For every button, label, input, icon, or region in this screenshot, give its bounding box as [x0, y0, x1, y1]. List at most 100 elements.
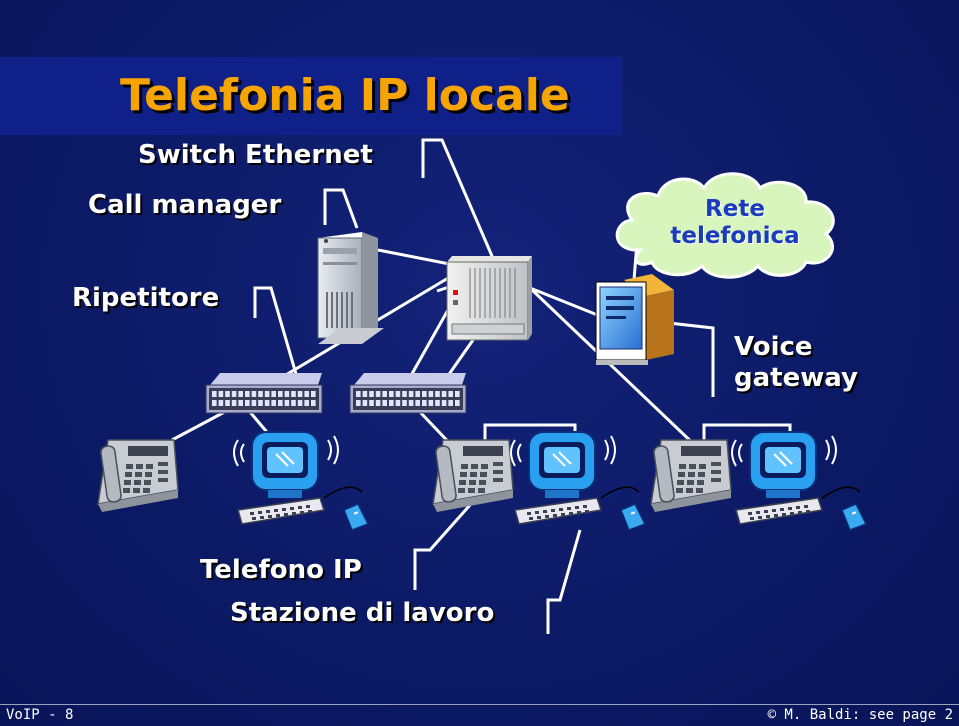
hub-port — [389, 391, 394, 397]
hub-port — [428, 391, 434, 397]
label-ripetitore: Ripetitore — [72, 283, 220, 313]
hub-port — [415, 400, 420, 406]
hub-port — [356, 391, 361, 397]
ip-phone-icon — [97, 439, 179, 512]
pstn-cloud — [615, 172, 835, 279]
hub-port — [284, 391, 290, 397]
hub-port — [278, 391, 283, 397]
hub-port — [428, 400, 434, 406]
hub-port — [375, 400, 381, 406]
hub-port — [271, 400, 276, 406]
hub-port — [278, 400, 283, 406]
label-stazione-di-lavoro: Stazione di lavoro — [230, 598, 495, 628]
hub-port — [231, 400, 237, 406]
hub-port — [225, 400, 230, 406]
hub-port — [415, 391, 420, 397]
label-rete-telefonica: Rete telefonica — [654, 196, 816, 250]
hub-port — [212, 400, 217, 406]
hub-port — [408, 400, 414, 406]
repeater-hub-1-icon — [205, 373, 323, 414]
hub-port — [218, 400, 224, 406]
hub-port — [291, 391, 296, 397]
footer: VoIP - 8 © M. Baldi: see page 2 — [0, 704, 959, 726]
ip-phone-icon — [650, 439, 732, 513]
hub-port — [408, 391, 414, 397]
label-telefono-ip: Telefono IP — [200, 555, 362, 585]
hub-port — [362, 391, 368, 397]
link-switch-phone3 — [528, 286, 702, 452]
hub-port — [382, 391, 387, 397]
hub-port — [389, 400, 394, 406]
footer-divider — [0, 704, 959, 705]
hub-port — [218, 391, 224, 397]
hub-port — [375, 391, 381, 397]
callout-lines — [253, 138, 715, 634]
hub-port — [251, 400, 257, 406]
hub-port — [304, 391, 309, 397]
hub-port — [258, 391, 263, 397]
label-telefonica: telefonica — [670, 223, 800, 249]
hub-port — [258, 400, 263, 406]
hub-port — [311, 400, 316, 406]
title-band — [0, 57, 622, 135]
hub-port — [441, 400, 447, 406]
hub-port — [264, 391, 270, 397]
hub-port — [369, 400, 374, 406]
hub-port — [435, 391, 440, 397]
label-voice: Voice — [734, 332, 813, 362]
hub-port — [251, 391, 257, 397]
hub-port — [435, 400, 440, 406]
hub-port — [284, 400, 290, 406]
hub-port — [225, 391, 230, 397]
callout-telefono-ip — [413, 504, 472, 590]
hub-port — [455, 400, 460, 406]
callout-stazione — [546, 529, 582, 634]
workstation-icon — [233, 431, 370, 531]
callout-voice-gateway — [659, 320, 715, 397]
hub-port — [291, 400, 296, 406]
hub-port — [402, 400, 407, 406]
hub-port — [402, 391, 407, 397]
call-manager-server-icon — [317, 232, 384, 344]
ip-phone-icon — [432, 439, 514, 513]
hub-port — [382, 400, 387, 406]
workstation-icon — [510, 431, 646, 531]
hub-port — [238, 400, 243, 406]
label-gateway: gateway — [734, 363, 858, 393]
slide-title: Telefonia IP locale — [120, 70, 570, 121]
hub-port — [304, 400, 309, 406]
footer-slide-number: VoIP - 8 — [6, 707, 74, 723]
ethernet-switch-icon — [446, 256, 532, 341]
workstation-icon — [731, 431, 867, 531]
footer-copyright: © M. Baldi: see page 2 — [767, 707, 953, 723]
label-switch-ethernet: Switch Ethernet — [138, 140, 373, 170]
hub-port — [238, 391, 243, 397]
hub-port — [395, 400, 401, 406]
callout-switch-ethernet — [421, 138, 497, 264]
hub-port — [212, 391, 217, 397]
voice-gateway-icon — [595, 274, 674, 365]
repeater-hub-2-icon — [349, 373, 467, 414]
hub-port — [441, 391, 447, 397]
hub-port — [297, 400, 303, 406]
label-call-manager: Call manager — [88, 190, 282, 220]
hub-port — [356, 400, 361, 406]
hub-port — [448, 391, 453, 397]
hub-port — [271, 391, 276, 397]
hub-port — [245, 391, 250, 397]
hub-port — [362, 400, 368, 406]
hub-port — [297, 391, 303, 397]
label-voice-gateway: Voice gateway — [734, 332, 858, 394]
hub-port — [395, 391, 401, 397]
callout-call-manager — [323, 188, 359, 229]
hub-port — [311, 391, 316, 397]
hub-port — [369, 391, 374, 397]
hub-port — [422, 400, 427, 406]
hub-port — [245, 400, 250, 406]
hub-port — [455, 391, 460, 397]
hub-port — [422, 391, 427, 397]
callout-ripetitore — [253, 286, 298, 375]
hub-port — [448, 400, 453, 406]
